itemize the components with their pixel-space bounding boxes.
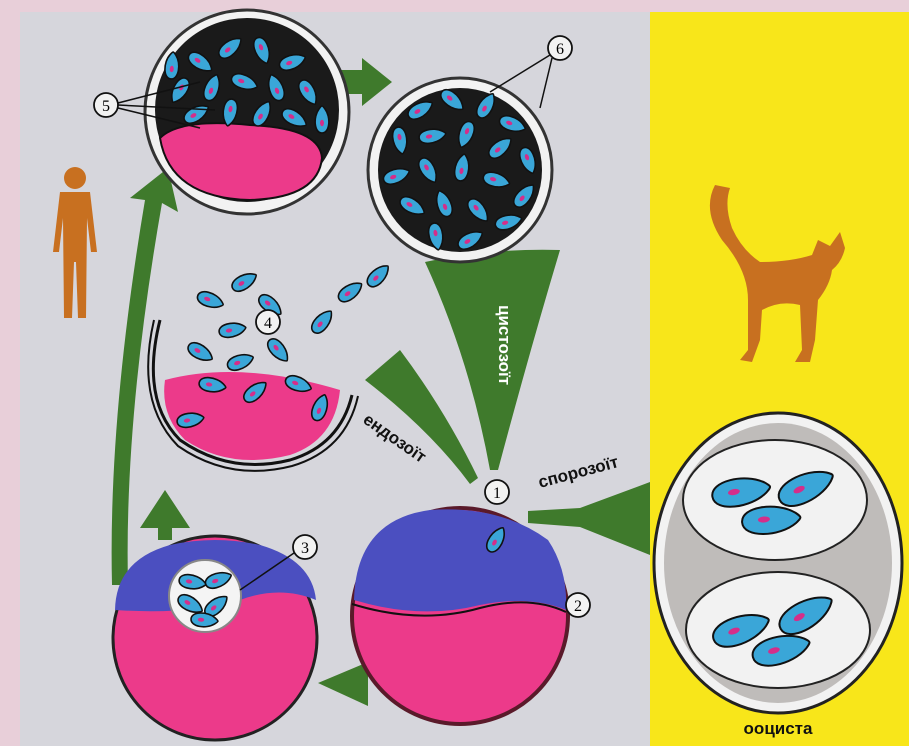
cystozoite-label: цистозоїт: [495, 305, 514, 385]
svg-text:3: 3: [301, 540, 309, 557]
mature-cyst-6: [368, 78, 552, 262]
marker-1: 1: [485, 480, 509, 504]
svg-text:5: 5: [102, 98, 110, 115]
cyst-with-nucleus-5: [145, 10, 349, 214]
oocyst: [654, 413, 902, 713]
svg-text:6: 6: [556, 41, 564, 58]
oocyst-label: ооциста: [744, 719, 813, 738]
host-cell-2: [352, 508, 568, 724]
host-cell-3: [113, 536, 317, 740]
svg-text:2: 2: [574, 598, 582, 615]
svg-text:4: 4: [264, 315, 272, 332]
marker-2: 2: [566, 593, 590, 617]
marker-3: 3: [293, 535, 317, 559]
svg-text:1: 1: [493, 485, 501, 502]
marker-4: 4: [256, 310, 280, 334]
